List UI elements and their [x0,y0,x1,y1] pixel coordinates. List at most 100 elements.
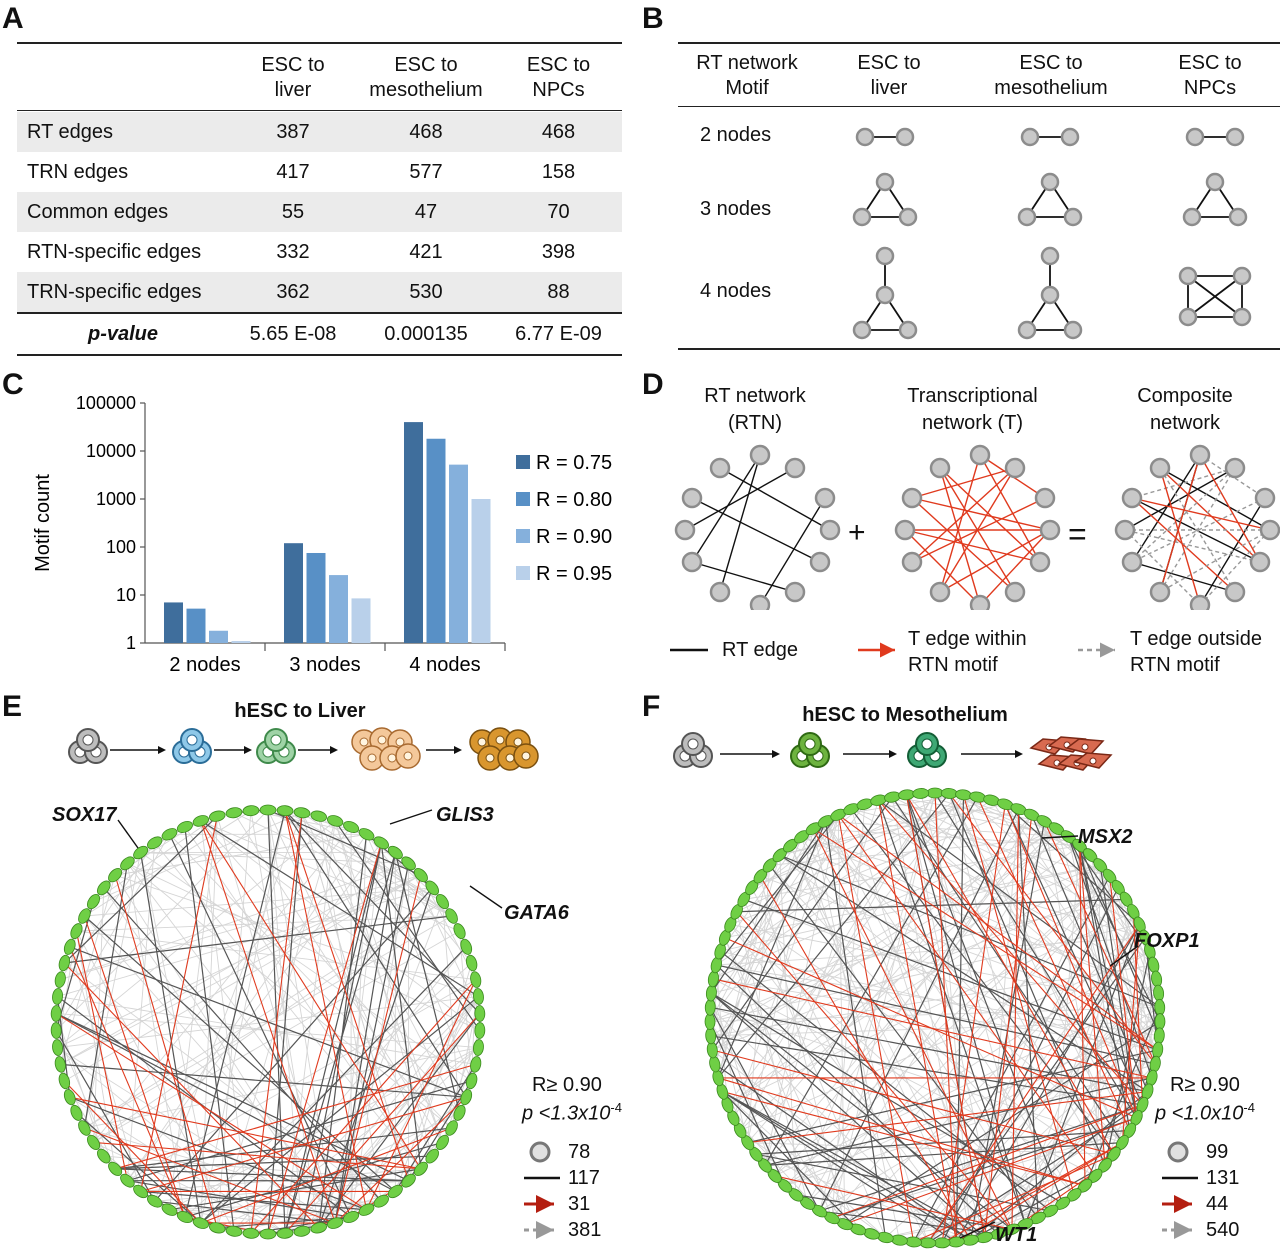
rt-edge [1004,803,1144,1106]
t-edge [1159,529,1271,593]
t-outside-edge [127,863,382,1202]
network-node [1017,207,1037,227]
gene-node [54,971,66,988]
rt-edge [200,820,479,997]
t-outside-edge [318,815,452,917]
t-outside-edge [709,828,814,1022]
t-outside-edge [55,809,269,1031]
t-within-count: 31 [568,1193,591,1215]
panel-letter-e: E [2,690,23,723]
gene-node [50,1022,62,1039]
rt-edge [711,992,1063,1204]
gene-node [58,1072,71,1090]
rt-edge [380,842,422,1169]
t-outside-edge [350,834,367,1218]
t-edge [979,454,1041,563]
t-within-edge [334,875,422,1224]
t-outside-edge [127,979,476,1182]
network-node [1034,487,1056,509]
gene-node [133,845,149,860]
arrow-head [889,750,897,758]
gene-node [401,1173,416,1188]
rt-edge [764,796,979,1166]
network-node [1063,207,1083,227]
cell-nucleus [477,737,487,747]
gene-node [704,998,716,1016]
t-within-edge [906,794,1115,1155]
t-outside-count: 381 [568,1219,602,1241]
rt-edge [318,1013,481,1229]
network-node [1182,207,1202,227]
t-within-edge [69,946,186,1218]
t-edge [911,467,1016,500]
t-within-edge [114,1063,476,1170]
gene-node [242,1227,260,1239]
rt-edge [168,834,352,1218]
equals-sign: = [1068,516,1087,552]
network-node [894,519,916,541]
network-node [898,320,918,340]
network-node [1060,127,1080,147]
cell-nucleus [1089,757,1097,765]
t-within-edge [114,874,218,1228]
t-within-edge [334,1096,467,1224]
t-within-edge [962,794,1075,1196]
t-edge [1199,529,1271,606]
t-within-edge [366,979,477,1210]
legend-label: R = 0.80 [536,489,612,511]
gene-node [358,1203,375,1216]
gene-node [276,805,294,817]
gene-node [460,938,473,955]
t-outside-edge [114,874,336,1224]
panel-letter-d: D [642,368,664,401]
network-node [901,487,923,509]
bar [186,608,206,643]
t-within-edge [63,962,320,1229]
gene-label: GLIS3 [436,804,494,826]
rt-edge [711,992,1013,1230]
t-edge [904,529,981,606]
network-node [681,551,703,573]
t-within-edge [55,1012,367,1211]
t-outside-edge [169,833,452,1129]
t-outside-edge [813,828,1080,847]
y-axis-label: Motif count [32,474,54,572]
rt-edge [709,1021,786,1186]
cell-nucleus [521,751,531,761]
rt-edge [334,852,396,1224]
t-outside-edge [751,887,929,1244]
rt-edge [819,1210,999,1235]
gene-node [78,908,91,924]
t-edge [1199,454,1261,563]
t-outside-edge [140,852,409,864]
t-outside-edge [801,836,1039,1219]
t-outside-edge [84,915,352,1218]
network-node [852,320,872,340]
network-node [901,551,923,573]
t-within-edge [984,814,1033,1238]
rt-edge [719,467,831,531]
gene-node [242,805,260,817]
t-within-edge [200,1127,452,1224]
network-node [814,487,836,509]
t-outside-edge [727,794,964,1106]
rt-edge [779,854,1148,1093]
t-within-edge [877,800,957,1243]
cell-nucleus [359,737,369,747]
gene-node [120,1173,135,1188]
t-within-edge [813,828,1159,1051]
network-node [875,285,895,305]
gene-node [470,1056,482,1073]
x-tick-label: 3 nodes [289,654,360,676]
t-outside-edge [57,887,433,997]
t-within-edge [713,978,1152,1079]
network-node [1224,457,1246,479]
t-outside-edge [892,796,1106,1166]
t-outside-edge [284,996,479,1234]
rt-edge [716,964,1156,1065]
t-within-edge [837,814,1159,1051]
network-node [929,457,951,479]
network-node [1040,172,1060,192]
